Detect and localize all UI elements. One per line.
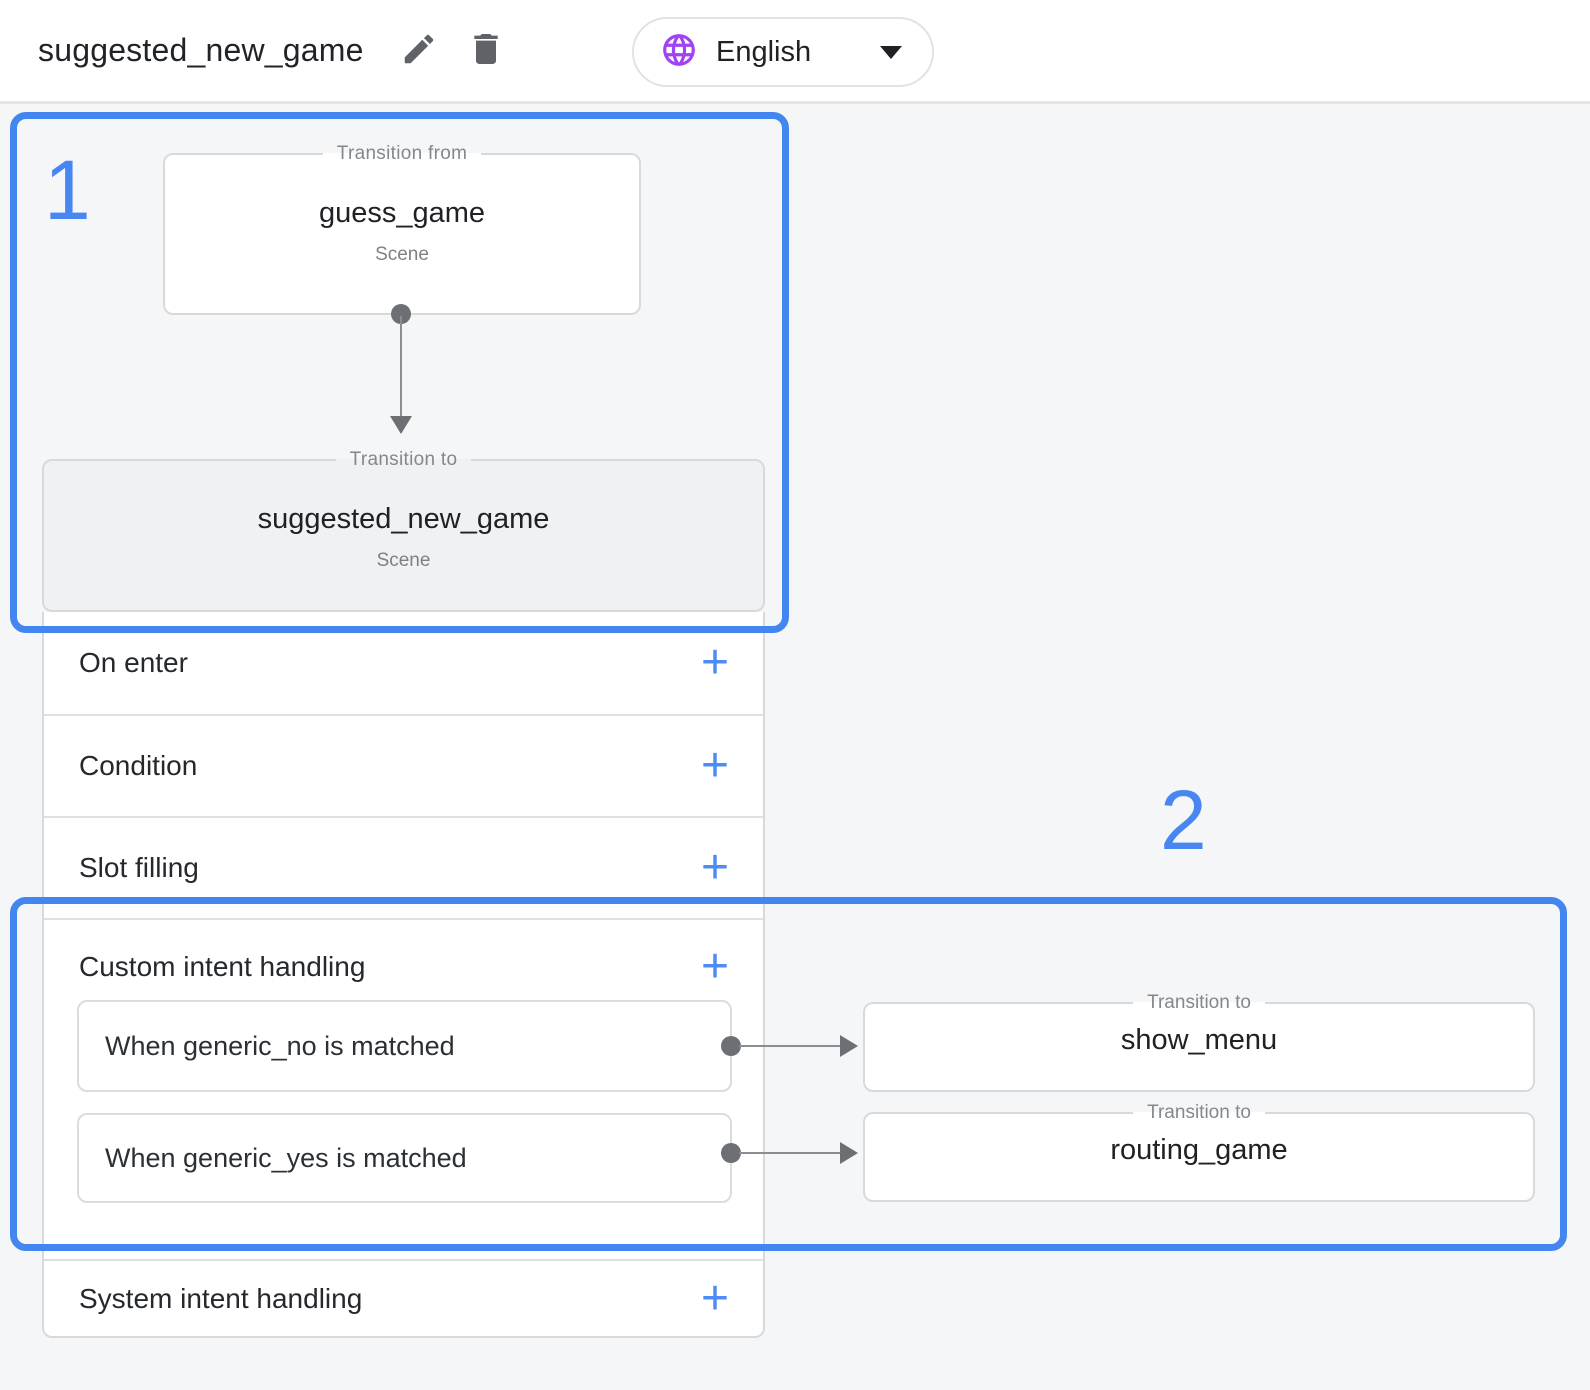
- connector-line: [400, 316, 402, 418]
- pencil-icon: [400, 30, 438, 71]
- transition-target-legend: Transition to: [1147, 1102, 1251, 1123]
- scene-name-suggested-new-game: suggested_new_game: [257, 503, 550, 535]
- slot-filling-label: Slot filling: [79, 852, 199, 883]
- language-label: English: [716, 35, 812, 68]
- system-intent-label: System intent handling: [79, 1282, 363, 1314]
- condition-row: Condition +: [44, 714, 763, 816]
- chevron-down-icon: [880, 45, 902, 59]
- custom-intent-header-row: Custom intent handling +: [44, 918, 763, 1014]
- slot-filling-row: Slot filling +: [44, 816, 763, 918]
- annotation-number-2: 2: [1160, 773, 1207, 867]
- arrow-down-icon: [390, 416, 412, 434]
- page-title: suggested_new_game: [38, 32, 364, 68]
- add-slot-filling-button[interactable]: +: [700, 841, 729, 894]
- transition-from-legend: Transition from: [336, 143, 468, 164]
- arrow-right-icon: [840, 1035, 858, 1057]
- add-custom-intent-button[interactable]: +: [700, 940, 729, 993]
- connector-line: [739, 1152, 841, 1154]
- intent-item-generic-no[interactable]: When generic_no is matched: [77, 1000, 732, 1092]
- connector-dot: [721, 1143, 741, 1163]
- scene-panel: On enter + Condition + Slot filling + Cu…: [42, 612, 765, 1338]
- add-on-enter-button[interactable]: +: [700, 636, 729, 689]
- trash-icon: [466, 29, 506, 72]
- transition-target-routing-game[interactable]: Transition to routing_game: [863, 1102, 1535, 1202]
- connector-dot: [391, 304, 411, 324]
- top-bar: suggested_new_game English: [0, 0, 1590, 104]
- language-selector[interactable]: English: [632, 17, 934, 87]
- connector-dot: [721, 1036, 741, 1056]
- transition-to-legend: Transition to: [349, 449, 458, 470]
- add-condition-button[interactable]: +: [700, 739, 729, 792]
- intent-item-generic-yes[interactable]: When generic_yes is matched: [77, 1113, 732, 1203]
- annotation-number-1: 1: [44, 143, 91, 237]
- transition-from-box[interactable]: Transition from guess_game Scene: [163, 143, 641, 315]
- edit-scene-button[interactable]: [400, 30, 438, 71]
- target-scene-routing-game: routing_game: [1110, 1134, 1288, 1166]
- transition-target-legend: Transition to: [1147, 992, 1251, 1013]
- transition-target-show-menu[interactable]: Transition to show_menu: [863, 992, 1535, 1092]
- arrow-right-icon: [840, 1142, 858, 1164]
- intent-condition-label: When generic_yes is matched: [105, 1142, 467, 1173]
- add-system-intent-button[interactable]: +: [700, 1271, 729, 1325]
- scene-type-label: Scene: [375, 244, 429, 265]
- on-enter-row: On enter +: [44, 612, 763, 714]
- connector-line: [739, 1045, 841, 1047]
- scene-name-guess-game: guess_game: [318, 197, 486, 229]
- condition-label: Condition: [79, 750, 198, 781]
- custom-intent-label: Custom intent handling: [79, 951, 366, 982]
- transition-to-box: Transition to suggested_new_game Scene: [42, 449, 765, 612]
- delete-scene-button[interactable]: [466, 29, 506, 72]
- on-enter-label: On enter: [79, 647, 188, 678]
- intent-condition-label: When generic_no is matched: [105, 1030, 455, 1061]
- system-intent-row: System intent handling +: [44, 1259, 763, 1336]
- globe-icon: [634, 31, 698, 74]
- scene-type-label: Scene: [376, 550, 431, 571]
- target-scene-show-menu: show_menu: [1120, 1024, 1278, 1056]
